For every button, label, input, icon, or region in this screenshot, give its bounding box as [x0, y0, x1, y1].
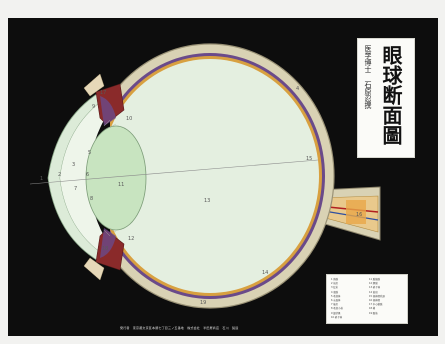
label-6: 6: [86, 172, 89, 178]
legend-item: 19 眼筋: [369, 311, 378, 315]
label-8: 8: [90, 196, 93, 202]
legend-item: 1 角膜: [331, 278, 339, 281]
legend-item: 7 後房: [331, 303, 339, 307]
legend-item: 11 脈絡膜: [369, 278, 380, 281]
eyelid-upper: [83, 73, 105, 97]
label-5: 5: [88, 150, 91, 156]
legend-item: 6 水晶体: [331, 299, 341, 303]
lens: [85, 125, 147, 231]
legend-column-left: 1 角膜 2 前房 3 虹彩 4 強膜 5 毛様体 6 水晶体 7 後房 8 毛…: [331, 278, 367, 320]
legend-item: 3 虹彩: [331, 286, 339, 290]
optical-axis: [29, 159, 319, 185]
legend-item: 14 黄斑: [369, 290, 378, 294]
eyelid-lower: [83, 257, 105, 281]
label-18: 18: [102, 246, 108, 252]
anterior-chamber: [60, 98, 106, 256]
legend-column-right: 11 脈絡膜 12 網膜 13 硝子体 14 黄斑 15 視神経乳頭 16 視神…: [369, 278, 405, 316]
publisher-footer: 発行者 東京都文京区本郷七丁目三ノ五番地 株式会社 半田屋商店 石川 製造: [120, 326, 239, 330]
label-19: 19: [200, 300, 206, 306]
legend-item: 13 硝子体: [369, 286, 380, 290]
label-12: 12: [128, 236, 134, 242]
label-16: 16: [356, 212, 362, 218]
ciliary-body-upper: [100, 96, 116, 126]
title-main: 眼球断面圖: [379, 45, 403, 145]
ciliary-body-lower: [100, 228, 116, 258]
legend-item: 2 前房: [331, 282, 339, 286]
legend-item: 18 鞘: [369, 307, 376, 311]
legend-item: 17 中心動脈: [369, 303, 383, 307]
legend-item: 4 強膜: [331, 290, 339, 294]
legend-item: 9 鋸状縁: [331, 311, 341, 315]
number-labels: 1 2 3 4 5 6 7 8 9 10 11 12 13 14 15 16 1…: [40, 86, 362, 306]
title-subtitle: 医学博士 石原忍撰: [364, 45, 372, 109]
label-9: 9: [92, 104, 95, 110]
label-15: 15: [306, 156, 312, 162]
label-13: 13: [204, 198, 210, 204]
legend-item: 12 網膜: [369, 282, 378, 286]
legend-item: 8 毛様小帯: [331, 307, 343, 311]
label-11: 11: [118, 182, 124, 188]
label-14: 14: [262, 270, 268, 276]
vitreous-body: [101, 59, 319, 293]
label-3: 3: [72, 162, 75, 168]
label-17: 17: [100, 90, 106, 96]
zonule-fibers: [103, 119, 117, 237]
label-2: 2: [58, 172, 61, 178]
label-7: 7: [74, 186, 77, 192]
legend-item: 5 毛様体: [331, 294, 341, 298]
legend-box: 1 角膜 2 前房 3 虹彩 4 強膜 5 毛様体 6 水晶体 7 後房 8 毛…: [326, 274, 408, 324]
label-1: 1: [40, 176, 43, 182]
legend-item: 10 硝子体: [331, 315, 342, 319]
title-card: 医学博士 石原忍撰 眼球断面圖: [357, 38, 415, 158]
legend-item: 15 視神経乳頭: [369, 294, 385, 298]
legend-item: 16 視神経: [369, 299, 380, 303]
label-10: 10: [126, 116, 132, 122]
label-4: 4: [296, 86, 299, 92]
